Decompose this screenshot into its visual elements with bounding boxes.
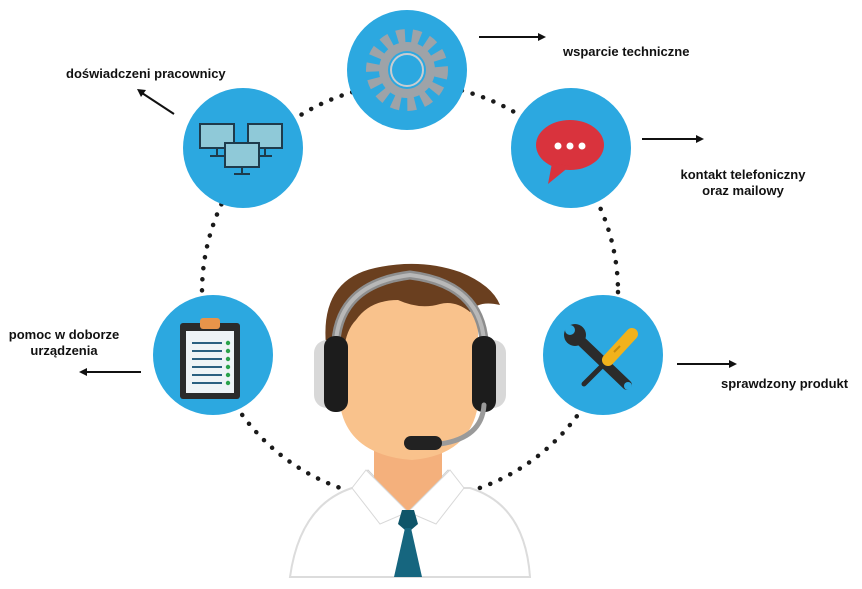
label-contact-line2: oraz mailowy (702, 183, 784, 198)
tools-node (543, 295, 663, 415)
arrow-proven-product (677, 360, 737, 368)
label-experienced-staff: doświadczeni pracownicy (66, 66, 226, 81)
label-proven-product: sprawdzony produkt (721, 376, 849, 391)
tools-icon (564, 324, 638, 390)
gear-node (347, 10, 467, 130)
label-help-line2: urządzenia (30, 343, 98, 358)
clipboard-icon (180, 318, 240, 399)
label-help-line1: pomoc w doborze (8, 327, 120, 342)
support-agent-icon (288, 263, 532, 578)
arrow-tech-support (479, 33, 546, 41)
label-contact-line1: kontakt telefoniczny (680, 167, 806, 182)
arrow-help (79, 368, 141, 376)
label-tech-support: wsparcie techniczne (563, 44, 690, 59)
label-help: pomoc w doborze urządzenia (0, 327, 128, 359)
network-node (183, 88, 303, 208)
label-contact: kontakt telefoniczny oraz mailowy (668, 167, 818, 199)
computer-network-icon (199, 123, 283, 175)
gear-icon (366, 29, 448, 111)
arrow-experienced-staff (137, 89, 175, 115)
clipboard-node (153, 295, 273, 415)
arrow-contact (642, 135, 704, 143)
chat-bubble-icon (536, 120, 604, 184)
dotted-ring (199, 81, 621, 503)
chat-node (511, 88, 631, 208)
